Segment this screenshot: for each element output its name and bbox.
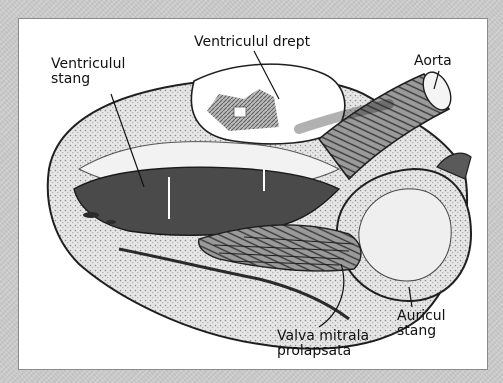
label-mitral-valve-line1: Valva mitrala <box>277 329 369 344</box>
right-ventricle-highlight <box>234 107 246 117</box>
wall-speck-2 <box>106 220 116 224</box>
label-aorta: Aorta <box>414 54 452 69</box>
label-left-ventricle-line2: stang <box>51 72 125 87</box>
heart-diagram: Ventriculul stang Ventriculul drept Aort… <box>18 18 488 370</box>
label-mitral-valve-line2: prolapsata <box>277 344 369 359</box>
label-left-atrium-line1: Auricul <box>397 309 446 324</box>
label-left-atrium-line2: stang <box>397 324 446 339</box>
label-right-ventricle: Ventriculul drept <box>194 35 310 50</box>
label-left-ventricle: Ventriculul stang <box>51 57 125 87</box>
label-left-ventricle-line1: Ventriculul <box>51 57 125 72</box>
label-left-atrium: Auricul stang <box>397 309 446 339</box>
wall-speck-1 <box>83 212 99 218</box>
label-mitral-valve: Valva mitrala prolapsata <box>277 329 369 359</box>
